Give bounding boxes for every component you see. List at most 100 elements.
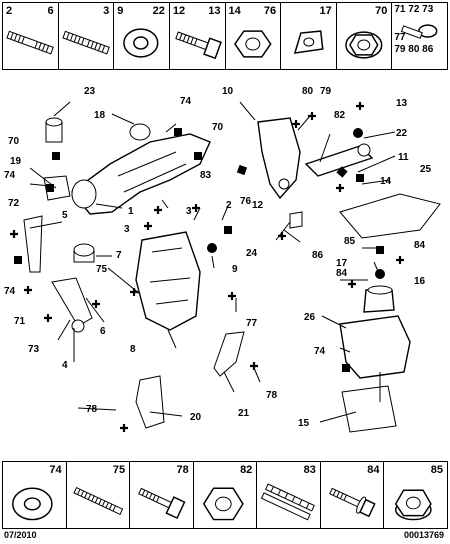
parts-cell: 3 [59,3,115,69]
callout-label: 2 [226,200,232,211]
callout-label: 18 [94,110,106,121]
callout-label: 23 [84,86,96,97]
callout-label: 19 [10,156,22,167]
stud-bolt-icon [6,30,54,55]
parts-cell: 78 [130,462,194,528]
callout-label: 21 [238,408,250,419]
clip-nut-icon [293,30,324,54]
part-number: 70 [375,5,388,17]
callout-label: 16 [414,276,426,287]
callout-label: 71 [14,316,26,327]
footer-code: 00013769 [403,530,444,540]
stud-bolt-icon [72,486,123,516]
nut-icon [233,30,272,58]
stud-bolt-icon [261,483,316,521]
washer-icon [12,487,53,521]
part-number-group: 71 72 73 77 79 80 86 [394,4,445,56]
part-number: 6 [47,5,54,17]
callout-label: 11 [398,152,409,163]
parts-cell: 83 [257,462,321,528]
part-number: 74 [49,464,62,476]
parts-cell: 75 [67,462,131,528]
parts-cell: 9 22 [114,3,170,69]
callout-label: 3 [186,206,192,217]
parts-cell: 14 76 [226,3,282,69]
part-number: 76 [263,5,277,17]
parts-cell: 71 72 73 77 79 80 86 [392,3,447,69]
callout-label: 85 [344,236,356,247]
callout-label: 74 [314,346,326,357]
callout-label: 84 [336,268,348,279]
parts-cell: 70 [337,3,393,69]
exploded-diagram: 23 74 18 70 10 80 79 82 13 22 11 14 25 1… [4,86,441,433]
nut-icon [202,487,244,521]
callout-label: 5 [62,210,68,221]
callout-label: 72 [8,198,20,209]
callout-label: 70 [8,136,20,147]
callout-label: 24 [246,248,258,259]
part-number: 83 [303,464,316,476]
screw-washer-icon [401,24,438,39]
callout-label: 6 [100,326,106,337]
callout-label: 77 [246,318,258,329]
callout-label: 70 [212,122,224,133]
callout-label: 25 [420,164,432,175]
callout-label: 22 [396,128,408,139]
callout-label: 12 [252,200,264,211]
part-number: 77 [394,32,406,43]
callout-label: 20 [190,412,202,423]
callout-label: 78 [86,404,98,415]
callout-label: 1 [128,206,134,217]
footer-date: 07/2010 [4,530,37,540]
part-number: 22 [152,5,165,17]
callout-label: 8 [130,344,136,355]
callout-label: 4 [62,360,68,371]
flange-nut-icon [344,31,383,59]
callout-label: 17 [336,258,348,269]
callout-label: 9 [232,264,238,275]
callout-label: 80 [302,86,314,97]
callout-label: 73 [28,344,40,355]
parts-cell: 84 [321,462,385,528]
top-parts-strip: 2 6 3 9 22 12 13 14 76 [2,2,448,70]
parts-cell: 17 [281,3,337,69]
callout-label: 14 [380,176,392,187]
callout-label: 15 [298,418,310,429]
screw-icon [329,487,376,518]
callout-label: 74 [180,96,192,107]
parts-cell: 74 [3,462,67,528]
part-number: 2 [6,5,13,17]
callout-label: 74 [4,170,16,181]
callout-label: 86 [312,250,324,261]
callout-label: 74 [4,286,16,297]
callout-label: 10 [222,86,234,97]
stud-bolt-icon [61,30,110,55]
part-number: 14 [228,5,241,17]
part-number: 17 [319,5,332,17]
callout-label: 13 [396,98,408,109]
parts-cell: 82 [194,462,258,528]
washer-icon [123,28,159,58]
part-number: 79 80 86 [394,44,434,55]
callout-label: 7 [116,250,122,261]
parts-cell: 12 13 [170,3,226,69]
callout-label: 3 [124,224,130,235]
screw-icon [138,487,186,520]
callout-label: 83 [200,170,212,181]
bottom-parts-strip: 74 75 78 82 83 8 [2,461,448,529]
callout-label: 76 [240,196,252,207]
part-number: 3 [103,5,110,17]
callout-label: 26 [304,312,316,323]
part-number: 85 [430,464,444,476]
callout-label: 78 [266,390,278,401]
parts-cell: 2 6 [3,3,59,69]
part-number: 82 [240,464,253,476]
part-number: 84 [367,464,380,476]
part-number: 9 [117,5,124,17]
part-number: 71 72 73 [394,4,434,15]
part-number: 78 [176,464,189,476]
part-number: 13 [208,5,221,17]
parts-cell: 85 [384,462,447,528]
part-number: 12 [172,5,186,17]
callout-label: 75 [96,264,108,275]
